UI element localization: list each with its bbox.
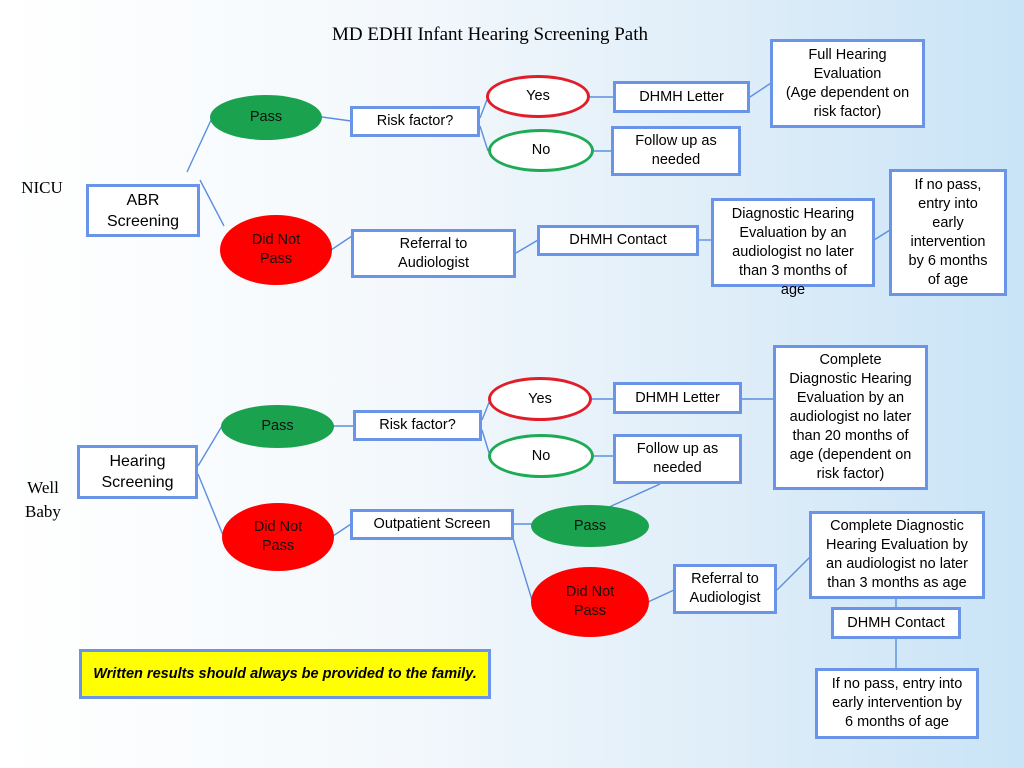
nicu-pass-oval: Pass bbox=[210, 95, 322, 140]
full-hearing-evaluation-box: Full Hearing Evaluation (Age dependent o… bbox=[770, 39, 925, 128]
nicu-diagnostic-evaluation-box: Diagnostic Hearing Evaluation by an audi… bbox=[711, 198, 875, 298]
nicu-dhmh-letter-box: DHMH Letter bbox=[613, 81, 750, 113]
outpatient-screen-box: Outpatient Screen bbox=[350, 509, 514, 540]
wb-early-intervention-box: If no pass, entry into early interventio… bbox=[815, 668, 979, 739]
wb-pass-oval: Pass bbox=[221, 405, 334, 448]
nicu-referral-box: Referral to Audiologist bbox=[351, 229, 516, 278]
nicu-dhmh-contact-box: DHMH Contact bbox=[537, 225, 699, 256]
wb-dhmh-letter-box: DHMH Letter bbox=[613, 382, 742, 414]
complete-diagnostic-evaluation-3-months-box: Complete Diagnostic Hearing Evaluation b… bbox=[809, 511, 985, 599]
nicu-no-oval: No bbox=[488, 129, 594, 172]
nicu-risk-factor-box: Risk factor? bbox=[350, 106, 480, 137]
diagram-title: MD EDHI Infant Hearing Screening Path bbox=[331, 24, 649, 45]
nicu-early-intervention-box: If no pass, entry into early interventio… bbox=[889, 169, 1007, 296]
nicu-follow-up-box: Follow up as needed bbox=[611, 126, 741, 176]
written-results-note: Written results should always be provide… bbox=[79, 649, 491, 699]
complete-diagnostic-evaluation-20-months-box: Complete Diagnostic Hearing Evaluation b… bbox=[773, 345, 928, 490]
wb-follow-up-box: Follow up as needed bbox=[613, 434, 742, 484]
hearing-screening-box: Hearing Screening bbox=[77, 445, 198, 499]
wb-yes-oval: Yes bbox=[488, 377, 592, 421]
nicu-did-not-pass-oval: Did Not Pass bbox=[220, 215, 332, 285]
wb-risk-factor-box: Risk factor? bbox=[353, 410, 482, 441]
wb-did-not-pass-oval: Did Not Pass bbox=[222, 503, 334, 571]
nicu-yes-oval: Yes bbox=[486, 75, 590, 118]
outpatient-did-not-pass-oval: Did Not Pass bbox=[531, 567, 649, 637]
abr-screening-box: ABR Screening bbox=[86, 184, 200, 237]
wb-no-oval: No bbox=[488, 434, 594, 478]
outpatient-pass-oval: Pass bbox=[531, 505, 649, 547]
well-baby-label: Well Baby bbox=[25, 478, 61, 521]
wb-referral-box: Referral to Audiologist bbox=[673, 564, 777, 614]
wb-dhmh-contact-box: DHMH Contact bbox=[831, 607, 961, 639]
nicu-label: NICU bbox=[21, 178, 63, 197]
